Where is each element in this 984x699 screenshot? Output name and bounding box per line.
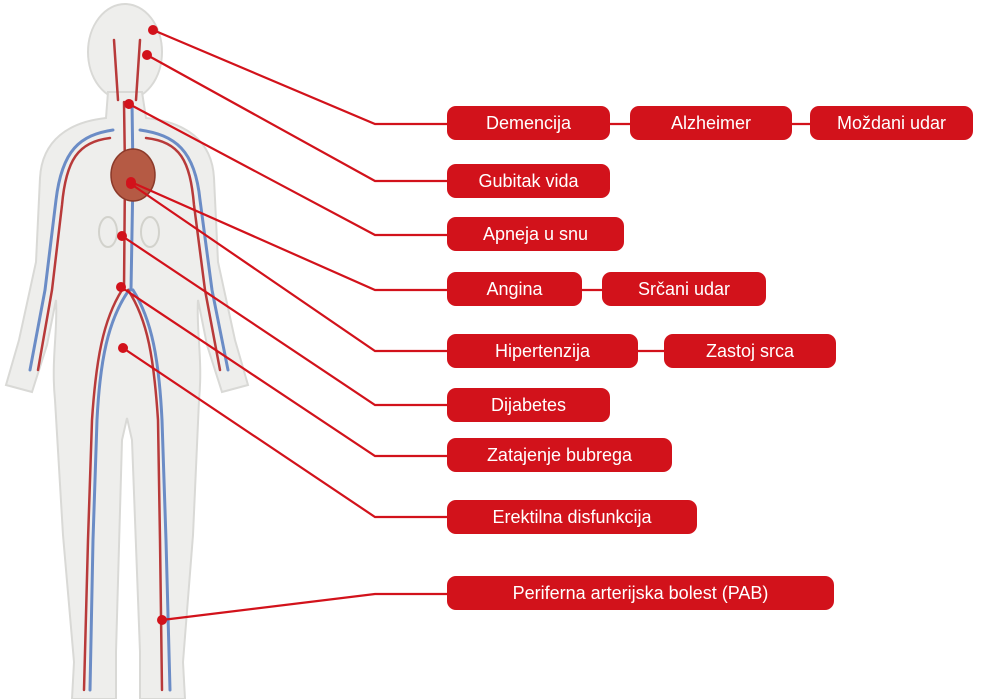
label-erektilna[interactable]: Erektilna disfunkcija: [447, 500, 697, 534]
label-gubitak-vida[interactable]: Gubitak vida: [447, 164, 610, 198]
label-demencija[interactable]: Demencija: [447, 106, 610, 140]
label-pab[interactable]: Periferna arterijska bolest (PAB): [447, 576, 834, 610]
dot-zatajenje-bubrega: [116, 282, 126, 292]
dot-gubitak-vida: [142, 50, 152, 60]
label-zatajenje-bubrega[interactable]: Zatajenje bubrega: [447, 438, 672, 472]
dot-hipertenzija: [126, 179, 136, 189]
label-angina[interactable]: Angina: [447, 272, 582, 306]
connector-demencija: [153, 30, 447, 124]
connector-pab: [162, 594, 447, 620]
label-srcani-udar[interactable]: Srčani udar: [602, 272, 766, 306]
heart-shape: [111, 149, 155, 201]
label-zastoj-srca[interactable]: Zastoj srca: [664, 334, 836, 368]
label-mozdani-udar[interactable]: Moždani udar: [810, 106, 973, 140]
dot-erektilna: [118, 343, 128, 353]
dot-apneja: [124, 99, 134, 109]
label-alzheimer[interactable]: Alzheimer: [630, 106, 792, 140]
label-hipertenzija[interactable]: Hipertenzija: [447, 334, 638, 368]
dot-pab: [157, 615, 167, 625]
label-apneja[interactable]: Apneja u snu: [447, 217, 624, 251]
dot-demencija: [148, 25, 158, 35]
dot-dijabetes: [117, 231, 127, 241]
label-dijabetes[interactable]: Dijabetes: [447, 388, 610, 422]
